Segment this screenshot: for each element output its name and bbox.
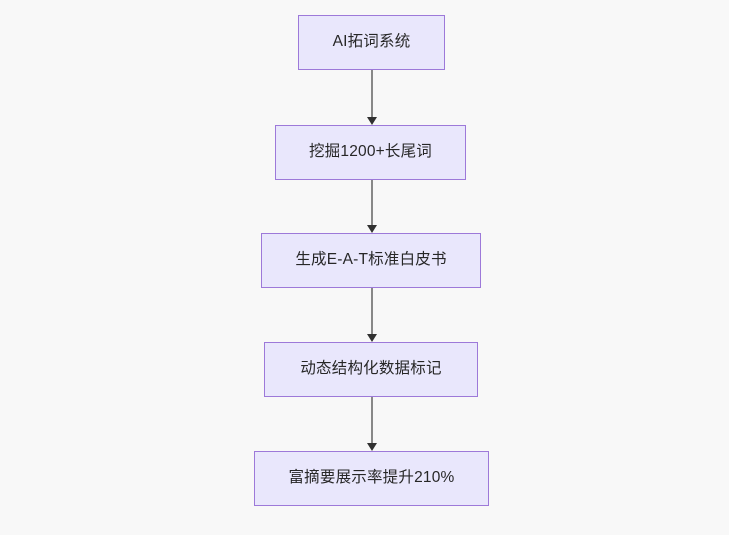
flow-node-label: 生成E-A-T标准白皮书 <box>295 251 447 269</box>
arrowhead-icon <box>366 334 377 342</box>
flow-node-label: 富摘要展示率提升210% <box>288 469 455 487</box>
edge-line <box>371 397 373 444</box>
flow-node-n2[interactable]: 挖掘1200+长尾词 <box>275 125 466 180</box>
edge-line <box>371 180 373 226</box>
flow-node-label: AI拓词系统 <box>332 33 411 51</box>
arrowhead-icon <box>366 117 377 125</box>
flow-node-label: 挖掘1200+长尾词 <box>308 143 433 161</box>
flow-edge <box>366 288 377 342</box>
flow-node-n1[interactable]: AI拓词系统 <box>298 15 445 70</box>
flow-edge <box>366 180 377 233</box>
edge-line <box>371 288 373 335</box>
edge-line <box>371 70 373 118</box>
arrowhead-icon <box>366 225 377 233</box>
flow-edge <box>366 70 377 125</box>
flow-node-n4[interactable]: 动态结构化数据标记 <box>264 342 478 397</box>
flow-node-label: 动态结构化数据标记 <box>300 360 442 378</box>
flow-node-n3[interactable]: 生成E-A-T标准白皮书 <box>261 233 481 288</box>
flow-node-n5[interactable]: 富摘要展示率提升210% <box>254 451 489 506</box>
arrowhead-icon <box>366 443 377 451</box>
flow-edge <box>366 397 377 451</box>
